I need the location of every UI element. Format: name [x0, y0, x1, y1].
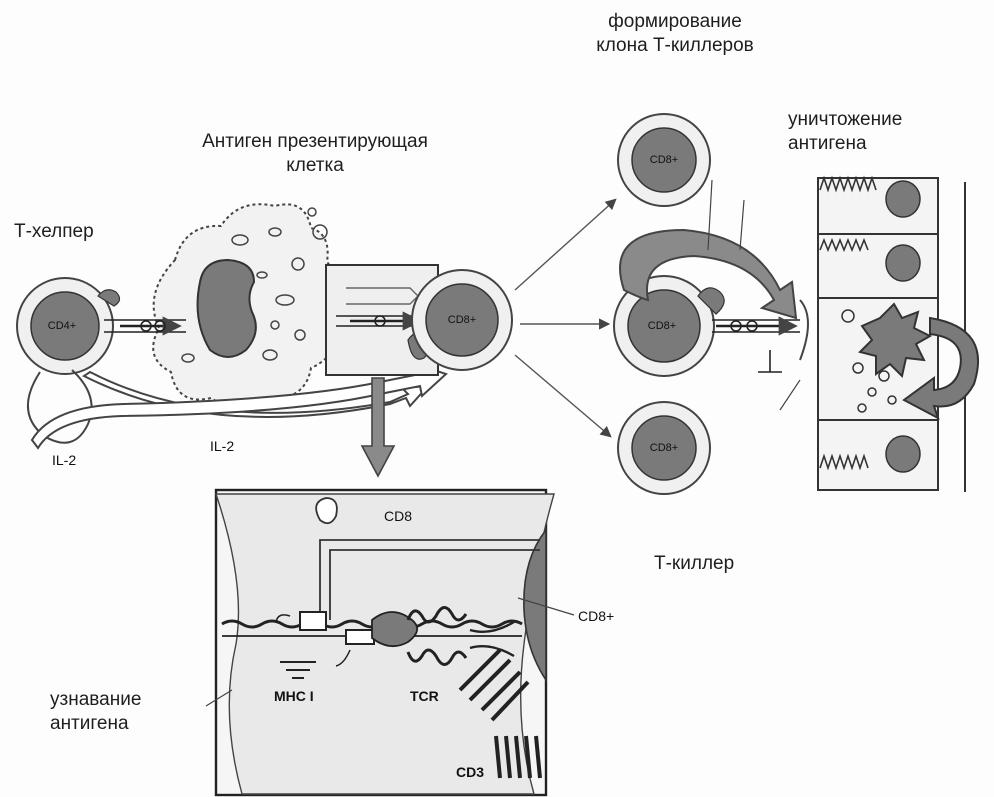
- antigen-recognition-label: узнавание антигена: [50, 688, 141, 736]
- clone-title-line1: формирование: [560, 10, 790, 34]
- killer-target-synapse: [712, 320, 800, 372]
- apc-title: Антиген презентирующая клетка: [165, 130, 465, 178]
- tcr-label: TCR: [410, 688, 439, 704]
- t-killer-label: Т-киллер: [654, 552, 734, 576]
- t-helper-label: Т-хелпер: [14, 220, 94, 244]
- cd3-label: CD3: [456, 764, 484, 780]
- cd8-molecule-label: CD8: [384, 508, 412, 524]
- zoom-panel: [216, 490, 554, 795]
- clonal-expansion-arrows: [515, 200, 615, 436]
- cd8-clone-top-label: CD8+: [650, 154, 678, 166]
- apc-nucleus: [198, 260, 256, 357]
- clone-formation-title: формирование клона Т-киллеров: [560, 10, 790, 58]
- il2-left-label: IL-2: [52, 452, 76, 468]
- antigen-destruction-title: уничтожение антигена: [788, 108, 902, 156]
- target-membrane-pore: [800, 300, 808, 360]
- cd8-clone-middle-label: CD8+: [648, 320, 676, 332]
- apc-title-line2: клетка: [165, 154, 465, 178]
- clone-title-line2: клона Т-киллеров: [560, 34, 790, 58]
- cd4-cell-label: CD4+: [48, 320, 76, 332]
- mhc1-label: MHC I: [274, 688, 314, 704]
- destruction-line1: уничтожение: [788, 108, 902, 132]
- il2-arrow-label: IL-2: [210, 438, 234, 454]
- recognition-line2: антигена: [50, 712, 141, 736]
- apc-title-line1: Антиген презентирующая: [165, 130, 465, 154]
- cd8-main-cell-label: CD8+: [448, 314, 476, 326]
- cd8-clone-bottom-label: CD8+: [650, 442, 678, 454]
- recognition-line1: узнавание: [50, 688, 141, 712]
- cd8plus-label: CD8+: [578, 608, 614, 624]
- destruction-line2: антигена: [788, 132, 902, 156]
